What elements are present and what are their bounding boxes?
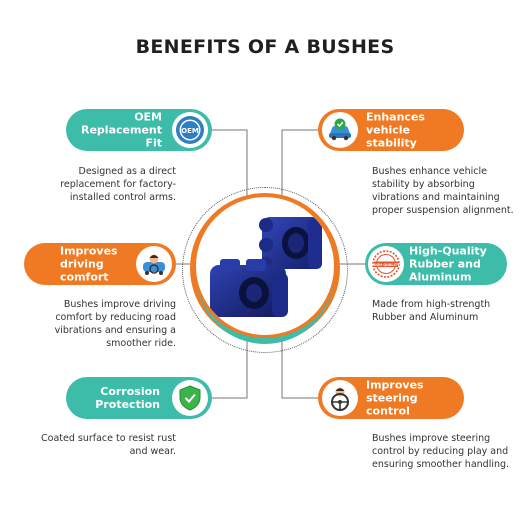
connector-stability: [281, 129, 318, 205]
benefit-quality-pill: HIGH QUALITY High-Quality Rubber and Alu…: [365, 243, 507, 285]
oem-badge-text: OEM: [181, 127, 199, 135]
oem-badge-icon: OEM: [172, 112, 208, 148]
benefit-heading: Corrosion Protection: [95, 385, 160, 411]
benefit-corrosion-description: Coated surface to resist rust and wear.: [41, 433, 176, 457]
driver-icon: [136, 246, 172, 282]
benefit-stability-description: Bushes enhance vehicle stability by abso…: [372, 166, 514, 216]
benefit-stability-pill: Enhances vehicle stability: [318, 109, 464, 151]
quality-stamp-text: HIGH QUALITY: [372, 263, 400, 267]
benefit-heading: Improves driving comfort: [60, 244, 118, 284]
connector-oem: [212, 129, 248, 205]
benefit-steering-pill: Improves steering control: [318, 377, 464, 419]
benefit-heading: Improves steering control: [366, 378, 424, 418]
benefit-oem-description: Designed as a direct replacement for fac…: [60, 166, 176, 203]
benefit-heading: High-Quality Rubber and Aluminum: [409, 244, 487, 284]
benefit-oem-pill: OEM Replacement Fit OEM: [66, 109, 212, 151]
benefit-steering-description: Bushes improve steering control by reduc…: [372, 433, 510, 470]
connector-steering: [281, 336, 318, 399]
upper-bushing: [259, 217, 322, 269]
benefit-comfort-description: Bushes improve driving comfort by reduci…: [54, 299, 176, 349]
connector-corrosion: [212, 336, 248, 399]
benefit-heading: Enhances vehicle stability: [366, 110, 425, 150]
steering-wheel-icon: [322, 380, 358, 416]
shield-check-icon: [172, 380, 208, 416]
page-title: BENEFITS OF A BUSHES: [135, 36, 395, 58]
benefit-corrosion-pill: Corrosion Protection: [66, 377, 212, 419]
benefit-heading: OEM Replacement Fit: [81, 110, 162, 150]
benefit-quality-description: Made from high-strength Rubber and Alumi…: [372, 299, 491, 323]
benefit-comfort-pill: Improves driving comfort: [24, 243, 176, 285]
car-check-icon: [322, 112, 358, 148]
high-quality-stamp-icon: HIGH QUALITY: [368, 246, 404, 282]
center-teal-arc: [196, 262, 334, 344]
center-dotted-ring: [182, 187, 348, 353]
